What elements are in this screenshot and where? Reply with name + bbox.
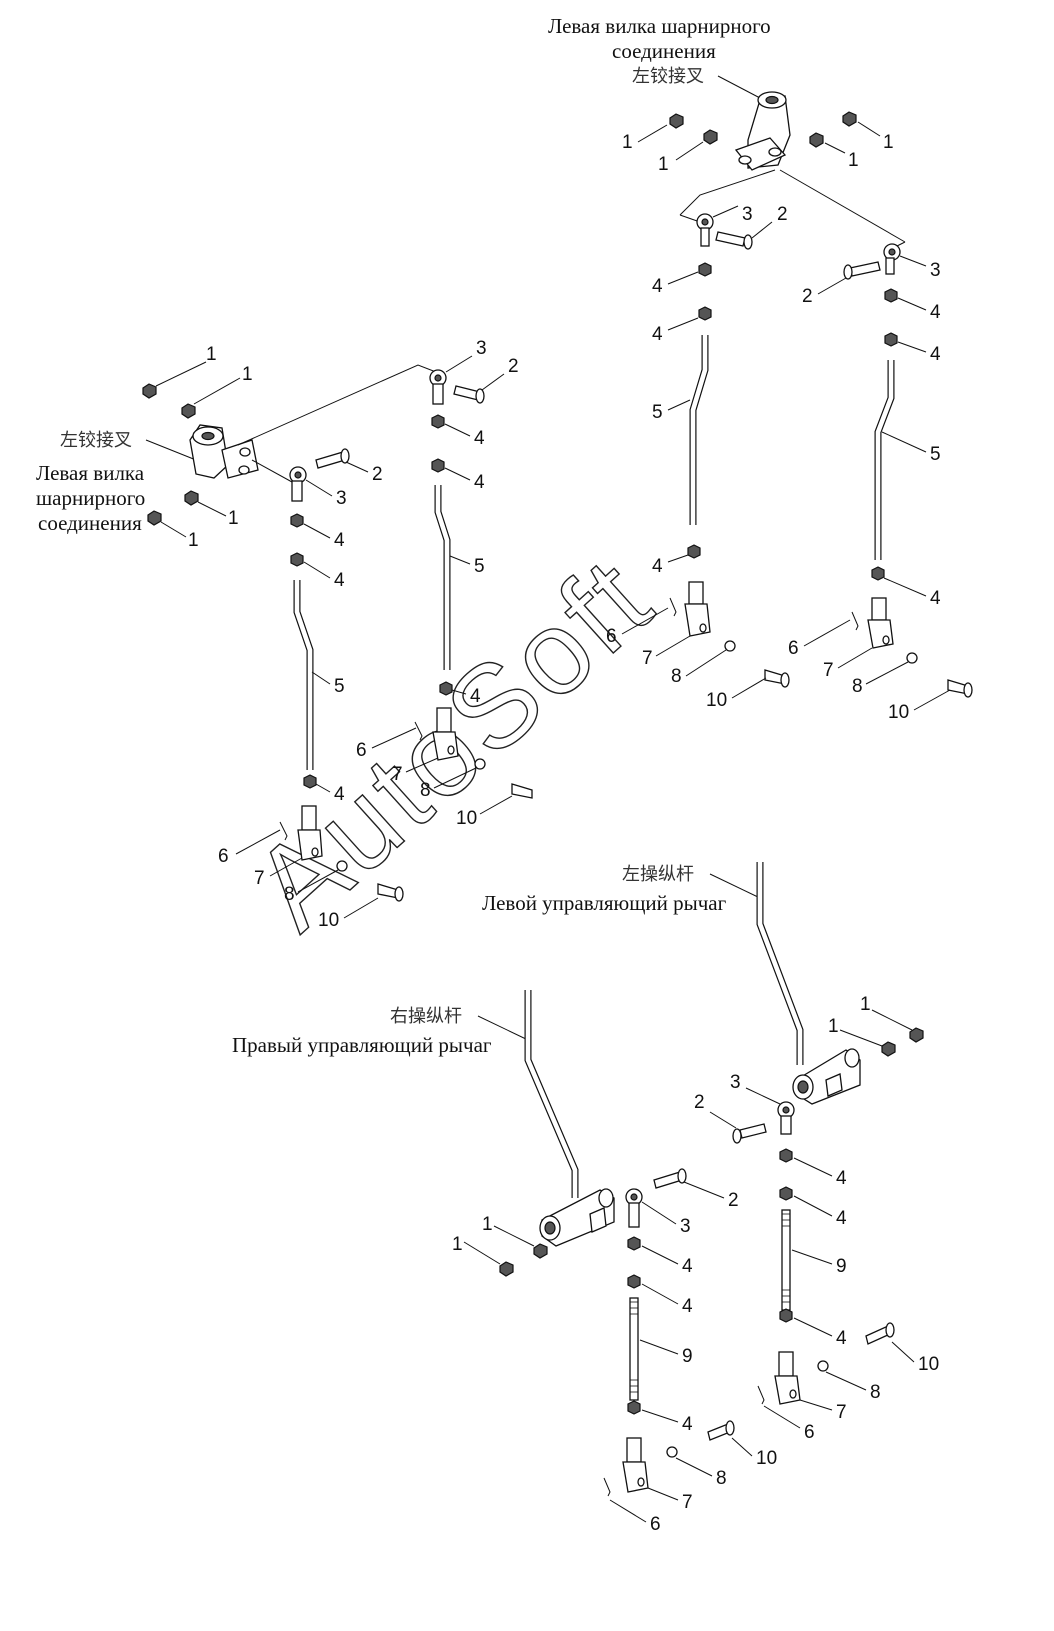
callout-2: 2 <box>694 1092 705 1113</box>
callout-10: 10 <box>756 1448 777 1469</box>
callout-9: 9 <box>836 1256 847 1277</box>
callout-2: 2 <box>372 464 383 485</box>
callout-8: 8 <box>716 1468 727 1489</box>
callout-4: 4 <box>652 556 663 577</box>
callout-4: 4 <box>474 428 485 449</box>
callout-2: 2 <box>802 286 813 307</box>
callout-4: 4 <box>682 1414 693 1435</box>
callout-7: 7 <box>823 660 834 681</box>
callout-2: 2 <box>777 204 788 225</box>
callout-1: 1 <box>188 530 199 551</box>
callout-3: 3 <box>742 204 753 225</box>
callout-4: 4 <box>836 1328 847 1349</box>
caption-left-yoke-cn-mid: 左铰接叉 <box>60 430 132 451</box>
callout-7: 7 <box>392 764 403 785</box>
callout-8: 8 <box>671 666 682 687</box>
caption-left-yoke-ru-top-1: Левая вилка шарнирного <box>548 14 771 38</box>
rod-chain-ml-right: 3 2 4 4 5 4 6 7 8 10 <box>356 338 533 829</box>
callout-4: 4 <box>930 302 941 323</box>
caption-left-lever-cn: 左操纵杆 <box>622 864 694 885</box>
callout-5: 5 <box>652 402 663 423</box>
callout-2: 2 <box>508 356 519 377</box>
callout-4: 4 <box>334 784 345 805</box>
callout-2: 2 <box>728 1190 739 1211</box>
callout-4: 4 <box>682 1296 693 1317</box>
callout-7: 7 <box>836 1402 847 1423</box>
callout-5: 5 <box>930 444 941 465</box>
callout-3: 3 <box>680 1216 691 1237</box>
callout-8: 8 <box>870 1382 881 1403</box>
callout-6: 6 <box>650 1514 661 1535</box>
callout-6: 6 <box>218 846 229 867</box>
assembly-middle-left: 左铰接叉 Левая вилка шарнирного соединения 1… <box>36 338 533 931</box>
callout-6: 6 <box>606 626 617 647</box>
callout-7: 7 <box>682 1492 693 1513</box>
left-yoke-top <box>734 91 791 171</box>
caption-left-yoke-ru-mid-3: соединения <box>38 511 142 535</box>
callout-10: 10 <box>318 910 339 931</box>
callout-1: 1 <box>228 508 239 529</box>
assembly-right-control-lever: 右操纵杆 Правый управляющий рычаг 1 1 3 2 <box>232 990 777 1535</box>
callout-4: 4 <box>334 530 345 551</box>
callout-4: 4 <box>652 276 663 297</box>
callout-1: 1 <box>482 1214 493 1235</box>
callout-4: 4 <box>682 1256 693 1277</box>
callout-4: 4 <box>836 1208 847 1229</box>
callout-5: 5 <box>474 556 485 577</box>
callout-6: 6 <box>804 1422 815 1443</box>
right-lever-hub <box>539 1188 615 1247</box>
callout-5: 5 <box>334 676 345 697</box>
callout-3: 3 <box>336 488 347 509</box>
callout-4: 4 <box>652 324 663 345</box>
callout-9: 9 <box>682 1346 693 1367</box>
callout-8: 8 <box>420 780 431 801</box>
callout-7: 7 <box>642 648 653 669</box>
callout-1: 1 <box>828 1016 839 1037</box>
callout-4: 4 <box>930 344 941 365</box>
callout-1: 1 <box>452 1234 463 1255</box>
callout-8: 8 <box>284 884 295 905</box>
callout-8: 8 <box>852 676 863 697</box>
rod-chain-tr-left: 3 2 4 4 5 4 6 7 8 10 <box>606 204 790 711</box>
callout-4: 4 <box>930 588 941 609</box>
callout-6: 6 <box>356 740 367 761</box>
callout-1: 1 <box>242 364 253 385</box>
callout-1: 1 <box>883 132 894 153</box>
assembly-top-right: Левая вилка шарнирного соединения 左铰接叉 1… <box>548 14 973 723</box>
caption-right-lever-ru: Правый управляющий рычаг <box>232 1033 492 1057</box>
callout-1: 1 <box>860 994 871 1015</box>
caption-left-yoke-ru-mid-1: Левая вилка <box>36 461 145 485</box>
callout-3: 3 <box>476 338 487 359</box>
caption-left-yoke-ru-top-2: соединения <box>612 39 716 63</box>
callout-4: 4 <box>836 1168 847 1189</box>
callout-4: 4 <box>470 686 481 707</box>
caption-left-yoke-ru-mid-2: шарнирного <box>36 486 145 510</box>
rod-chain-tr-right: 3 2 4 4 5 4 6 7 8 10 <box>788 243 973 723</box>
callout-4: 4 <box>474 472 485 493</box>
rod-chain-ml-left: 3 2 4 4 5 4 6 7 8 10 <box>218 448 404 931</box>
callout-1: 1 <box>206 344 217 365</box>
callout-10: 10 <box>456 808 477 829</box>
callout-10: 10 <box>706 690 727 711</box>
caption-left-yoke-cn-top: 左铰接叉 <box>632 66 704 87</box>
callout-1: 1 <box>622 132 633 153</box>
callout-4: 4 <box>334 570 345 591</box>
callout-3: 3 <box>730 1072 741 1093</box>
callout-1: 1 <box>658 154 669 175</box>
caption-right-lever-cn: 右操纵杆 <box>390 1006 462 1027</box>
left-lever-hub <box>792 1048 861 1105</box>
left-yoke-mid <box>189 424 259 479</box>
caption-left-lever-ru: Левой управляющий рычаг <box>482 891 727 915</box>
callout-3: 3 <box>930 260 941 281</box>
callout-7: 7 <box>254 868 265 889</box>
callout-10: 10 <box>918 1354 939 1375</box>
callout-6: 6 <box>788 638 799 659</box>
callout-10: 10 <box>888 702 909 723</box>
callout-1: 1 <box>848 150 859 171</box>
assembly-left-control-lever: 左操纵杆 Левой управляющий рычаг 1 1 3 2 <box>482 862 939 1443</box>
